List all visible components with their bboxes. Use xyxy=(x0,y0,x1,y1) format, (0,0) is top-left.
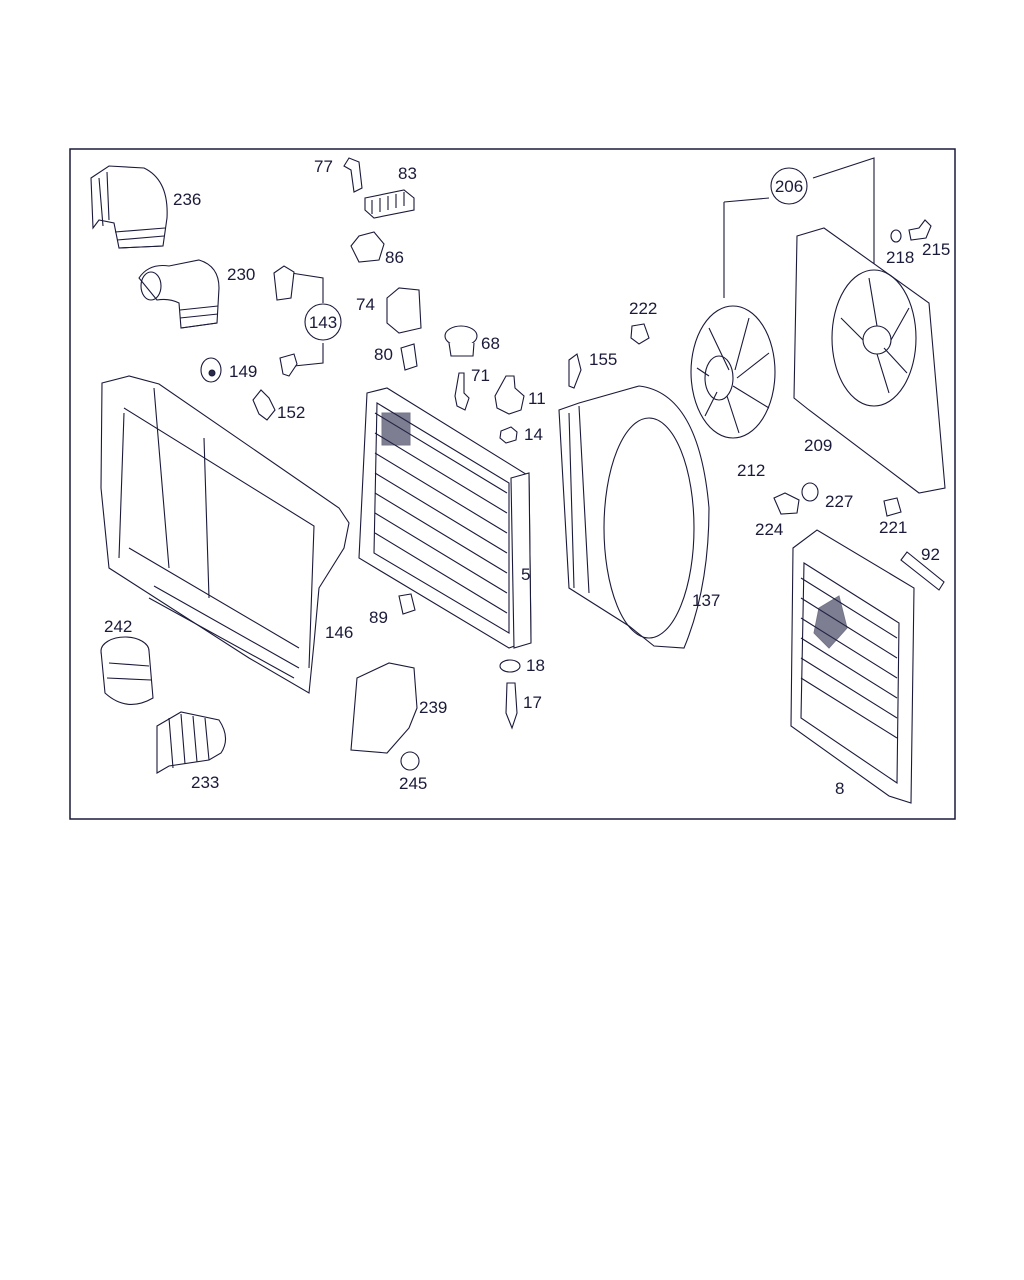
part-230-hose xyxy=(138,259,220,329)
label-74: 74 xyxy=(356,295,375,314)
leader-206 xyxy=(723,157,875,298)
label-155: 155 xyxy=(589,350,617,369)
label-212: 212 xyxy=(737,461,765,480)
label-18: 18 xyxy=(526,656,545,675)
label-8: 8 xyxy=(835,779,844,798)
part-245-plug xyxy=(400,751,420,771)
label-17: 17 xyxy=(523,693,542,712)
label-239: 239 xyxy=(419,698,447,717)
part-218-washer xyxy=(890,229,902,243)
label-152: 152 xyxy=(277,403,305,422)
part-89-clip xyxy=(398,593,416,615)
parts-diagram: 236 230 77 83 86 143 74 80 68 71 11 14 xyxy=(69,148,956,820)
label-92: 92 xyxy=(921,545,940,564)
label-221: 221 xyxy=(879,518,907,537)
part-80-block xyxy=(400,343,418,371)
label-143: 143 xyxy=(309,313,337,332)
part-92-hose xyxy=(900,551,945,591)
label-233: 233 xyxy=(191,773,219,792)
label-89: 89 xyxy=(369,608,388,627)
label-14: 14 xyxy=(524,425,543,444)
part-221-clip xyxy=(883,497,902,517)
label-146: 146 xyxy=(325,623,353,642)
label-71: 71 xyxy=(471,366,490,385)
part-146-frame xyxy=(100,375,350,694)
part-227-grommet xyxy=(801,482,819,502)
label-11: 11 xyxy=(528,389,546,408)
label-68: 68 xyxy=(481,334,500,353)
part-18-washer xyxy=(499,659,521,673)
part-212-fan xyxy=(690,305,776,439)
part-8-radiator xyxy=(790,529,915,804)
part-143-screw xyxy=(279,353,298,377)
label-80: 80 xyxy=(374,345,393,364)
part-239-bracket xyxy=(350,662,418,754)
part-152-clip xyxy=(252,389,276,421)
part-74-clip xyxy=(386,287,422,334)
part-143-clip xyxy=(273,265,295,301)
leader-143 xyxy=(290,272,324,367)
part-5-radiator xyxy=(358,387,532,649)
label-236: 236 xyxy=(173,190,201,209)
label-83: 83 xyxy=(398,164,417,183)
part-68-cap xyxy=(444,325,478,357)
part-209-fan-housing xyxy=(793,227,946,494)
label-206: 206 xyxy=(775,177,803,196)
label-77: 77 xyxy=(314,157,333,176)
label-86: 86 xyxy=(385,248,404,267)
part-14-nut xyxy=(499,426,518,444)
part-77-clip xyxy=(343,157,363,193)
part-215-bolt xyxy=(908,219,932,241)
part-155-clip xyxy=(568,353,582,389)
label-209: 209 xyxy=(804,436,832,455)
label-215: 215 xyxy=(922,240,950,259)
part-137-shroud xyxy=(558,385,710,649)
label-218: 218 xyxy=(886,248,914,267)
label-245: 245 xyxy=(399,774,427,793)
label-222: 222 xyxy=(629,299,657,318)
part-236-elbow-hose xyxy=(90,165,168,249)
part-11-switch xyxy=(494,375,525,415)
part-224-sensor xyxy=(773,492,800,515)
part-71-sensor xyxy=(454,372,470,411)
label-230: 230 xyxy=(227,265,255,284)
callout-circle-143 xyxy=(304,303,342,341)
callout-circle-206 xyxy=(770,167,808,205)
label-242: 242 xyxy=(104,617,132,636)
part-83-block xyxy=(364,189,415,219)
label-149: 149 xyxy=(229,362,257,381)
part-222-clip xyxy=(630,323,650,345)
part-86-clip xyxy=(350,231,385,263)
part-233-boot xyxy=(156,711,227,774)
label-227: 227 xyxy=(825,492,853,511)
part-149-retainer xyxy=(200,357,222,383)
label-137: 137 xyxy=(692,591,720,610)
part-17-plug xyxy=(505,682,518,730)
label-224: 224 xyxy=(755,520,783,539)
label-5: 5 xyxy=(521,565,530,584)
part-242-sleeve xyxy=(100,636,154,705)
